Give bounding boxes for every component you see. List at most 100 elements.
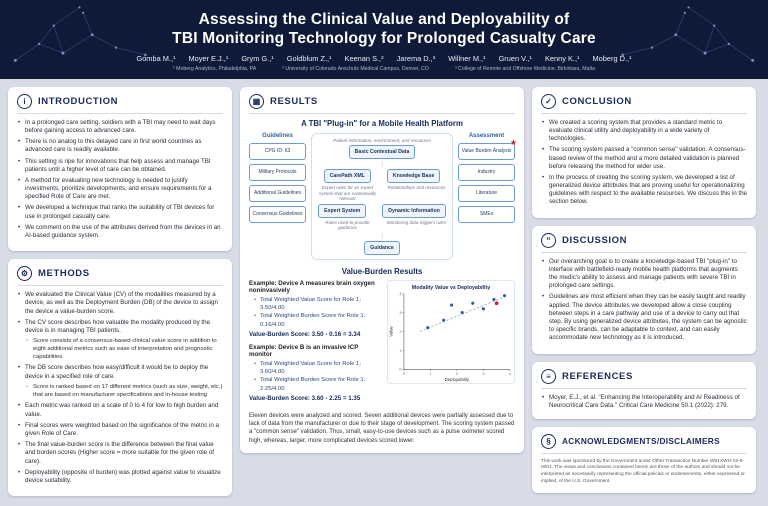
bullet-item: Guidelines are most efficient when they … [541,293,747,342]
bullet-item: In a prolonged care setting, soldiers wi… [17,119,223,135]
section-results: ▦ RESULTS A TBI "Plug-in" for a Mobile H… [240,86,524,453]
bullet-item: Deployability (opposite of burden) was p… [17,469,223,485]
assessment-box-label: Value Burden Analysis [461,148,512,155]
svg-text:0: 0 [399,367,401,371]
example-device-b: Example: Device B is an invasive ICP mon… [249,344,381,402]
diagram-note: Patient information, environment, and re… [333,137,431,143]
author: Kenny K.,¹ [544,53,580,63]
section-title: DISCUSSION [562,234,628,246]
section-conclusion: ✓ CONCLUSION We created a scoring system… [532,86,756,218]
guideline-box: Additional Guidelines [249,184,306,202]
contextual-data-box: Basic Contextual Data [348,145,416,160]
value-burden-results: Example: Device A measures brain oxygen … [249,279,515,408]
diagram-title: A TBI "Plug-in" for a Mobile Health Plat… [301,118,463,128]
bullet-list: Our overarching goal is to create a know… [541,258,747,343]
list-icon: ≡ [541,368,556,384]
guideline-box: CPG ID: 63 [249,142,306,160]
section-title: ACKNOWLEDGMENTS/DISCLAIMERS [562,436,720,447]
carepath-xml-box: CarePath XML [323,169,371,184]
example-bullet: Total Weighted Value Score for Role 1: 3… [253,296,381,313]
bullet-item: We comment on the use of the attributes … [17,224,223,240]
svg-text:2: 2 [456,372,458,376]
bullet-list: We evaluated the Clinical Value (CV) of … [17,291,223,485]
title-line-2: TBI Monitoring Technology for Prolonged … [172,30,596,48]
svg-text:0: 0 [403,372,405,376]
diagram-notes-row: Expert rules for an expert system that a… [317,185,447,202]
svg-text:Modality Value vs Deployabilit: Modality Value vs Deployability [412,285,490,291]
svg-text:3: 3 [482,372,484,376]
section-introduction: i INTRODUCTION In a prolonged care setti… [8,86,232,252]
example-label: Example: Device A measures brain oxygen … [249,279,375,294]
svg-text:Deployability: Deployability [445,377,470,382]
arrow-down-icon: ↓ [380,232,384,239]
section-header: ≡ REFERENCES [541,368,747,384]
assessment-label: Assessment [468,132,505,139]
example-device-a: Example: Device A measures brain oxygen … [249,280,381,338]
example-bullets: Total Weighted Value Score for Role 1: 3… [253,360,381,393]
info-icon: i [17,93,32,109]
diagram-note: Monitoring data triggers rules [386,219,447,225]
section-title: CONCLUSION [562,95,632,107]
check-icon: ✓ [541,93,556,109]
author: Gruen V.,¹ [498,53,532,63]
section-header: “ DISCUSSION [541,232,747,248]
affiliation-list: ¹ Moberg Analytics, Philadelphia, PA ² U… [120,66,648,72]
example-label: Example: Device B is an invasive ICP mon… [249,343,359,358]
section-references: ≡ REFERENCES Moyer, E.J., et al. "Enhanc… [532,361,756,419]
assessment-box-value-burden: ★ Value Burden Analysis [458,138,517,160]
diagram-note: Relationships and resources [387,185,446,191]
bullet-item: There is no analog to this delayed care … [17,138,223,154]
author: Goldblum Z.,¹ [286,53,332,63]
bullet-item: We created a scoring system that provide… [541,119,747,144]
constellation-decoration-right [621,6,755,62]
affiliation: ¹ Moberg Analytics, Philadelphia, PA [172,65,257,72]
affiliation: ³ College of Remote and Offshore Medicin… [454,65,595,72]
value-burden-heading: Value-Burden Results [341,266,423,276]
divider [541,387,747,389]
gear-icon: ⚙ [17,266,32,282]
section-header: ⚙ METHODS [17,266,223,282]
arrow-down-icon: ↓ [380,161,384,168]
author: Moyer E.J.,¹ [188,53,229,63]
results-summary: Eleven devices were analyzed and scored.… [249,412,515,444]
example-score: Value-Burden Score: 3.60 - 2.25 = 1.35 [249,394,361,402]
section-title: METHODS [38,268,90,280]
divider [541,251,747,253]
example-score: Value-Burden Score: 3.50 - 0.16 = 3.34 [249,330,361,338]
section-title: INTRODUCTION [38,95,119,107]
bullet-item: We evaluated the Clinical Value (CV) of … [17,291,223,316]
svg-text:4: 4 [509,372,511,376]
section-header: i INTRODUCTION [17,93,223,109]
example-bullets: Total Weighted Value Score for Role 1: 3… [253,296,381,329]
reference-list: Moyer, E.J., et al. "Enhancing the Inter… [541,394,747,411]
diagram-notes-row: Rules used to provide guidance Monitorin… [317,220,447,231]
section-header: ✓ CONCLUSION [541,93,747,109]
poster-title: Assessing the Clinical Value and Deploya… [120,10,648,49]
svg-text:Value: Value [389,325,394,336]
sub-bullet-item: Score is ranked based on 17 different me… [25,384,223,400]
divider [541,112,747,114]
expert-system-box: Expert System [318,203,367,218]
middle-column: ▦ RESULTS A TBI "Plug-in" for a Mobile H… [240,86,524,496]
quote-icon: “ [541,232,556,248]
poster-header: Assessing the Clinical Value and Deploya… [0,0,768,79]
bullet-list: We created a scoring system that provide… [541,119,747,207]
assessment-column: Assessment ★ Value Burden Analysis Indus… [458,132,517,260]
divider [249,112,515,114]
diagram-note: Expert rules for an expert system that a… [319,185,376,202]
divider [17,112,223,114]
guidelines-column: Guidelines CPG ID: 63 Military Protocols… [249,133,306,260]
guideline-box: Consensus Guidelines [249,205,306,223]
author: Willner M.,¹ [448,53,486,63]
bullet-item: The scoring system passed a "common sens… [541,146,747,171]
section-discussion: “ DISCUSSION Our overarching goal is to … [532,225,756,354]
section-methods: ⚙ METHODS We evaluated the Clinical Valu… [8,259,232,497]
divider [17,285,223,287]
right-column: ✓ CONCLUSION We created a scoring system… [532,86,756,496]
diagram-note: Rules used to provide guidance [325,219,370,231]
chart-icon: ▦ [249,93,264,109]
bullet-item: The DB score describes how easy/difficul… [17,364,223,380]
svg-text:2: 2 [399,330,401,334]
guideline-box: Military Protocols [249,163,306,181]
